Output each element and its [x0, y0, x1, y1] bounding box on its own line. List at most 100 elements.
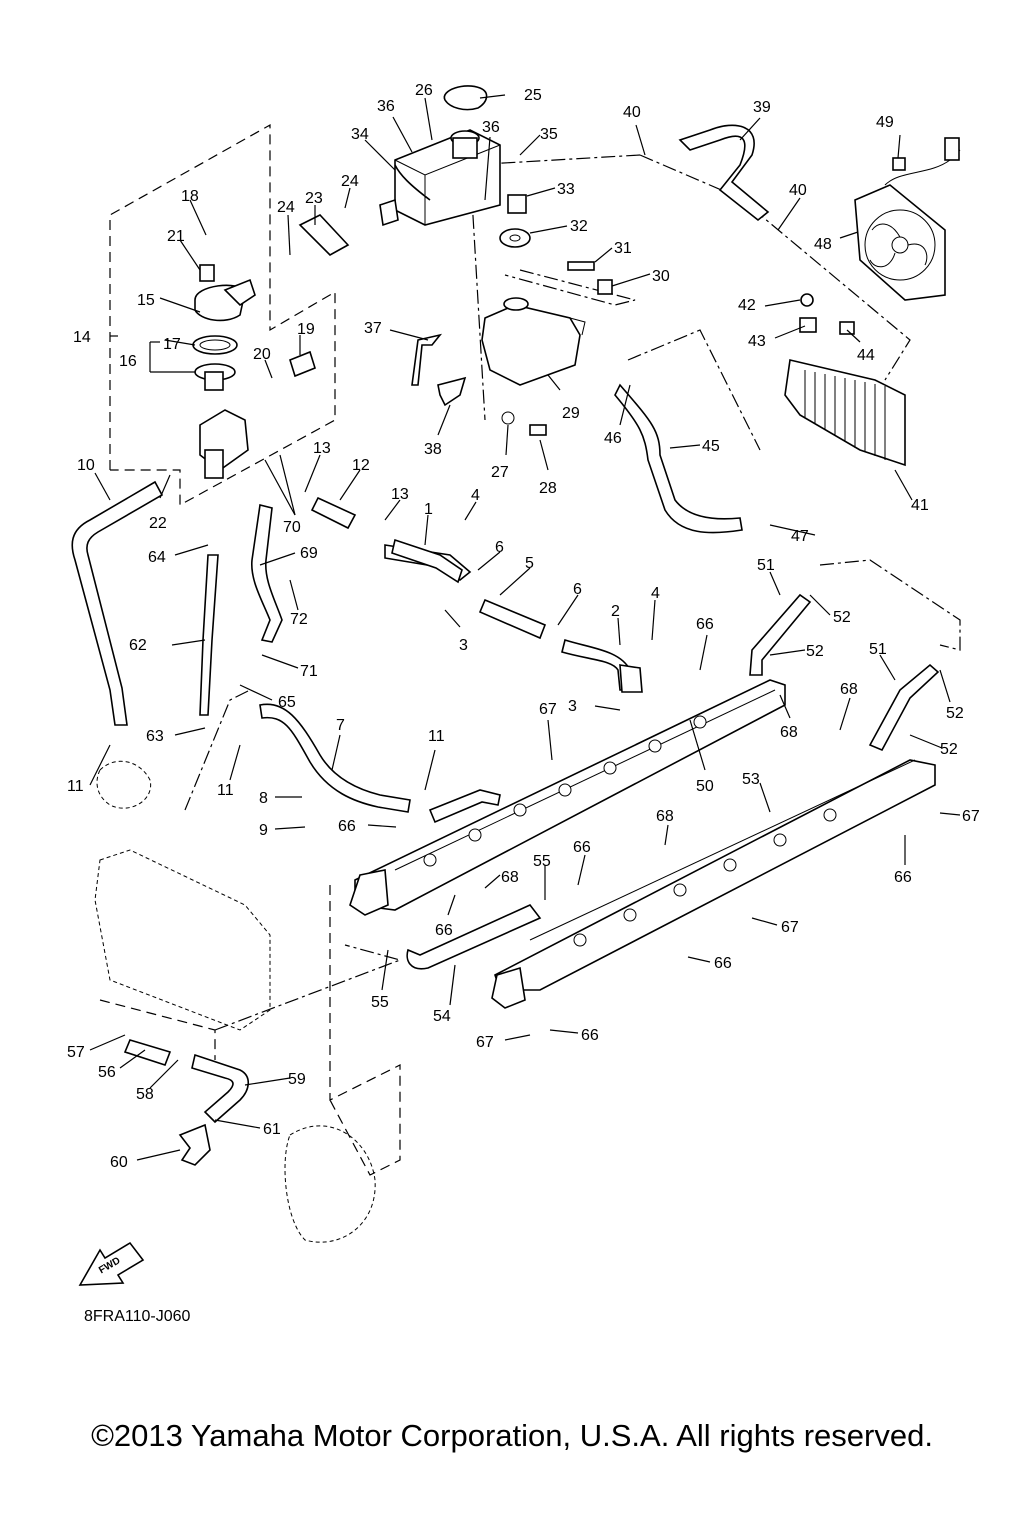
callout: 63: [146, 728, 164, 745]
callout: 13: [391, 486, 409, 503]
callout: 45: [702, 438, 720, 455]
callout: 52: [806, 643, 824, 660]
drawing-code: 8FRA110-J060: [84, 1308, 191, 1325]
callout: 43: [748, 333, 766, 350]
callout: 4: [651, 585, 660, 602]
engine-outlines: [94, 760, 376, 1243]
callout: 66: [696, 616, 714, 633]
callout: 30: [652, 268, 670, 285]
callout: 54: [433, 1008, 451, 1025]
callout: 7: [336, 717, 345, 734]
callout: 16: [119, 353, 137, 370]
callout: 59: [288, 1071, 306, 1088]
callout: 8: [259, 790, 268, 807]
callout: 27: [491, 464, 509, 481]
callout: 40: [789, 182, 807, 199]
callout: 66: [435, 922, 453, 939]
copyright-notice: ©2013 Yamaha Motor Corporation, U.S.A. A…: [91, 1418, 933, 1453]
thermostat-assembly: [192, 264, 316, 479]
callout: 4: [471, 487, 480, 504]
fwd-arrow-icon: FWD: [78, 1241, 145, 1286]
cooling-fan: [854, 137, 961, 301]
callout-labels: 1 2 3 3 4 4 5 6 6 7 8 9 10 11 11 11 12 1…: [67, 82, 980, 1171]
callout: 11: [217, 782, 234, 799]
callout: 69: [300, 545, 318, 562]
heat-exchanger-rails: [349, 559, 961, 1009]
callout: 24: [277, 199, 295, 216]
callout: 58: [136, 1086, 154, 1103]
callout: 24: [341, 173, 359, 190]
callout: 29: [562, 405, 580, 422]
callout: 23: [305, 190, 323, 207]
callout: 66: [338, 818, 356, 835]
callout: 13: [313, 440, 331, 457]
callout: 52: [833, 609, 851, 626]
callout: 25: [524, 87, 542, 104]
callout: 33: [557, 181, 575, 198]
callout: 56: [98, 1064, 116, 1081]
callout: 66: [894, 869, 912, 886]
callout: 6: [573, 581, 582, 598]
water-pipes: [391, 538, 643, 693]
leader-lines: [89, 94, 961, 1161]
callout: 55: [533, 853, 551, 870]
callout: 68: [501, 869, 519, 886]
callout: 50: [696, 778, 714, 795]
callout: 14: [73, 329, 91, 346]
callout: 18: [181, 188, 199, 205]
callout: 28: [539, 480, 557, 497]
callout: 9: [259, 822, 268, 839]
callout: 57: [67, 1044, 85, 1061]
callout: 3: [459, 637, 468, 654]
callout: 22: [149, 515, 167, 532]
callout: 36: [482, 119, 500, 136]
callout: 35: [540, 126, 558, 143]
callout: 19: [297, 321, 315, 338]
callout: 47: [791, 528, 809, 545]
callout: 68: [840, 681, 858, 698]
callout: 3: [568, 698, 577, 715]
callout: 11: [428, 728, 445, 745]
callout: 67: [962, 808, 980, 825]
callout: 1: [424, 501, 433, 518]
callout: 55: [371, 994, 389, 1011]
callout: 20: [253, 346, 271, 363]
callout: 26: [415, 82, 433, 99]
assembly-boundary-lines: [99, 123, 911, 1176]
callout: 31: [614, 240, 632, 257]
callout: 51: [869, 641, 887, 658]
callout: 72: [290, 611, 308, 628]
callout: 48: [814, 236, 832, 253]
callout: 21: [167, 228, 185, 245]
callout: 65: [278, 694, 296, 711]
callout: 36: [377, 98, 395, 115]
reservoir-tank: [379, 129, 501, 227]
coolant-bottle: [481, 297, 586, 386]
callout: 17: [163, 336, 181, 353]
callout: 67: [539, 701, 557, 718]
callout: 10: [77, 457, 95, 474]
callout: 52: [946, 705, 964, 722]
callout: 5: [525, 555, 534, 572]
callout: 49: [876, 114, 894, 131]
callout: 12: [352, 457, 370, 474]
callout: 15: [137, 292, 155, 309]
callout: 64: [148, 549, 166, 566]
callout: 38: [424, 441, 442, 458]
callout: 70: [283, 519, 301, 536]
callout: 71: [300, 663, 318, 680]
callout: 11: [67, 778, 84, 795]
callout: 41: [911, 497, 929, 514]
callout: 62: [129, 637, 147, 654]
callout: 42: [738, 297, 756, 314]
callout: 37: [364, 320, 382, 337]
callout: 53: [742, 771, 760, 788]
callout: 52: [940, 741, 958, 758]
callout: 68: [656, 808, 674, 825]
callout: 2: [611, 603, 620, 620]
callout: 60: [110, 1154, 128, 1171]
cooling-system-exploded-diagram: FWD: [67, 82, 980, 1286]
callout: 67: [781, 919, 799, 936]
callout: 61: [263, 1121, 281, 1138]
callout: 68: [780, 724, 798, 741]
